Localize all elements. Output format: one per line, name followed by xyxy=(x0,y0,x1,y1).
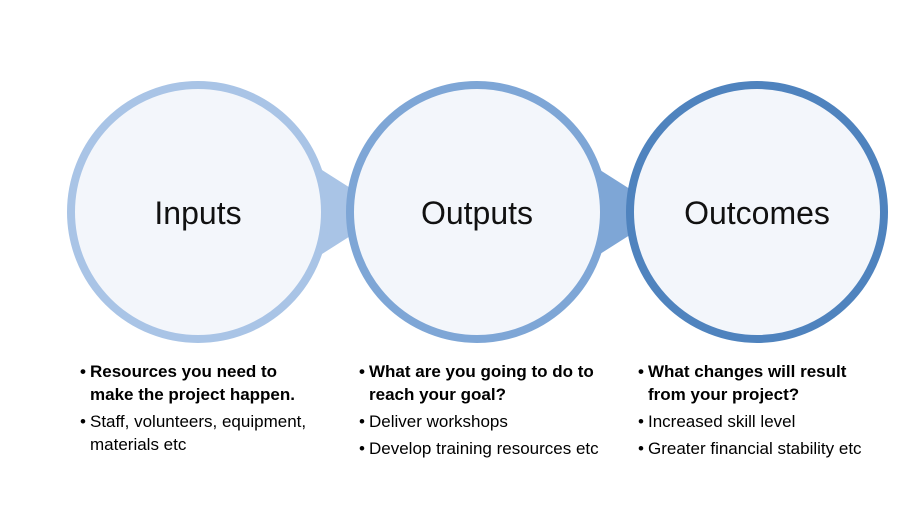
circle-inputs xyxy=(67,81,329,343)
logic-model-diagram: Inputs Outputs Outcomes xyxy=(67,81,888,343)
outputs-description: What are you going to do to reach your g… xyxy=(359,360,609,464)
inputs-item: Staff, volunteers, equipment, materials … xyxy=(80,410,312,456)
outcomes-description: What changes will result from your proje… xyxy=(638,360,888,464)
inputs-question: Resources you need to make the project h… xyxy=(80,360,312,406)
title-outputs: Outputs xyxy=(421,195,533,231)
outcomes-item: Increased skill level xyxy=(638,410,888,433)
outputs-item: Develop training resources etc xyxy=(359,437,609,460)
circle-outputs xyxy=(346,81,608,343)
title-outcomes: Outcomes xyxy=(684,195,830,231)
circle-outcomes xyxy=(626,81,888,343)
inputs-description: Resources you need to make the project h… xyxy=(80,360,312,460)
title-inputs: Inputs xyxy=(154,195,241,231)
outcomes-question: What changes will result from your proje… xyxy=(638,360,888,406)
outputs-question: What are you going to do to reach your g… xyxy=(359,360,609,406)
outcomes-item: Greater financial stability etc xyxy=(638,437,888,460)
outputs-item: Deliver workshops xyxy=(359,410,609,433)
